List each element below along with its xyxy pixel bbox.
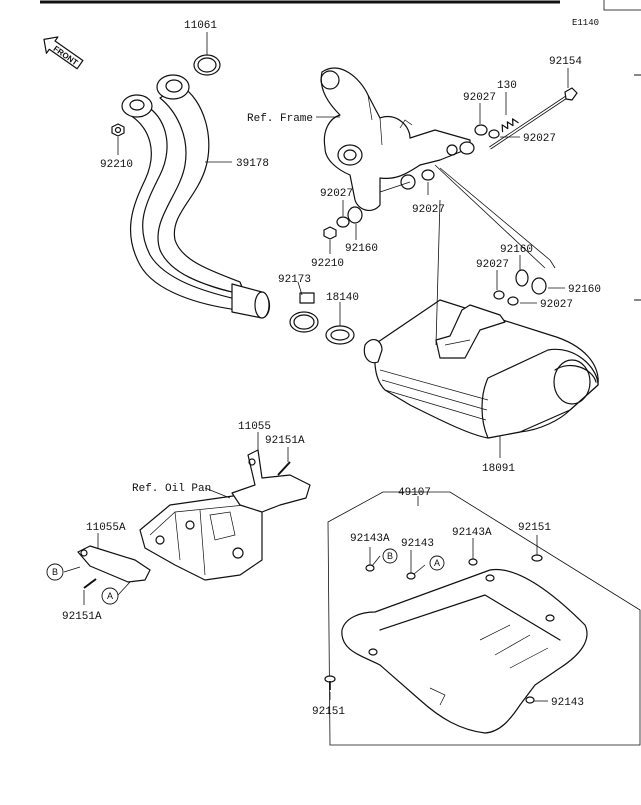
nut-92210-a bbox=[111, 123, 125, 137]
washer-92027-d bbox=[336, 216, 350, 228]
ref-oil-pan-label: Ref. Oil Pan bbox=[132, 483, 211, 495]
callout-a-left: A bbox=[101, 587, 119, 605]
washer-92027-rubber bbox=[459, 141, 475, 155]
ref-frame-label: Ref. Frame bbox=[247, 113, 313, 125]
label-11055: 11055 bbox=[238, 421, 271, 433]
label-11061: 11061 bbox=[184, 20, 217, 32]
bracket-11055 bbox=[231, 449, 311, 513]
clamp-92173 bbox=[289, 292, 319, 333]
label-92143-b: 92143 bbox=[551, 697, 584, 709]
label-92160-b: 92160 bbox=[500, 244, 533, 256]
spring-130 bbox=[501, 118, 519, 133]
label-92027-d: 92027 bbox=[412, 204, 445, 216]
svg-text:B: B bbox=[52, 567, 58, 577]
exhaust-pipe bbox=[121, 74, 271, 319]
label-39178: 39178 bbox=[236, 158, 269, 170]
collar-92143a-b bbox=[468, 558, 478, 566]
gasket-11061-inner bbox=[197, 57, 217, 73]
svg-text:A: A bbox=[434, 558, 440, 568]
front-arrow-icon: FRONT bbox=[43, 36, 84, 70]
label-92027-f: 92027 bbox=[540, 299, 573, 311]
label-92173: 92173 bbox=[278, 274, 311, 286]
collar-92143-a bbox=[406, 572, 416, 580]
callout-b-cover: B bbox=[382, 548, 398, 564]
label-92210-b: 92210 bbox=[311, 258, 344, 270]
bush-92160-a bbox=[347, 206, 363, 224]
label-18091: 18091 bbox=[482, 463, 515, 475]
svg-text:A: A bbox=[107, 591, 113, 601]
label-92027-e: 92027 bbox=[476, 259, 509, 271]
bolt-92151-top bbox=[531, 554, 543, 562]
page-border bbox=[40, 0, 641, 301]
bolt-92151-bottom bbox=[324, 675, 336, 690]
bracket-11055a bbox=[77, 545, 151, 583]
label-92154: 92154 bbox=[549, 56, 582, 68]
label-92027-b: 92027 bbox=[523, 133, 556, 145]
callout-a-cover: A bbox=[429, 555, 445, 571]
leader-lines-exhaust bbox=[434, 164, 556, 346]
bush-92160-c bbox=[531, 277, 547, 295]
label-92151-b: 92151 bbox=[312, 706, 345, 718]
washer-92027-f bbox=[507, 296, 519, 306]
label-130: 130 bbox=[497, 80, 517, 92]
svg-text:B: B bbox=[387, 551, 393, 561]
label-49107: 49107 bbox=[398, 487, 431, 499]
bolt-92151a-top bbox=[277, 461, 291, 476]
label-92151a-a: 92151A bbox=[265, 435, 305, 447]
washer-92027-a bbox=[474, 124, 488, 136]
washer-92027-e bbox=[493, 290, 505, 300]
label-92027-c: 92027 bbox=[320, 188, 353, 200]
label-92143-a: 92143 bbox=[401, 538, 434, 550]
label-11055a: 11055A bbox=[86, 522, 126, 534]
diagram-code: E1140 bbox=[572, 18, 599, 28]
label-92151-a: 92151 bbox=[518, 522, 551, 534]
bolt-92151a-left bbox=[83, 578, 97, 589]
label-92160-a: 92160 bbox=[345, 243, 378, 255]
frame-bracket bbox=[320, 67, 471, 212]
collar-92143-b bbox=[525, 696, 535, 704]
washer-92027-b bbox=[488, 129, 500, 139]
label-92160-c: 92160 bbox=[568, 284, 601, 296]
collar-92143a-a bbox=[365, 564, 375, 572]
leader-lines bbox=[63, 32, 569, 702]
part-labels: 11061 92154 130 92027 92027 92210 39178 … bbox=[62, 20, 601, 718]
washer-92027-c bbox=[421, 169, 435, 181]
label-92027-a: 92027 bbox=[463, 92, 496, 104]
label-18140: 18140 bbox=[326, 292, 359, 304]
bush-92160-b bbox=[515, 269, 529, 287]
gasket-18140 bbox=[325, 325, 355, 345]
nut-92210-b bbox=[323, 226, 337, 240]
label-92210-a: 92210 bbox=[100, 159, 133, 171]
label-92151a-b: 92151A bbox=[62, 611, 102, 623]
label-92143a-a: 92143A bbox=[350, 533, 390, 545]
cover-frame bbox=[327, 491, 641, 746]
muffler-18091 bbox=[363, 299, 599, 439]
bolt-92154 bbox=[489, 87, 578, 150]
label-92143a-b: 92143A bbox=[452, 527, 492, 539]
callout-b-left: B bbox=[46, 563, 64, 581]
oil-pan bbox=[139, 494, 263, 581]
cover-49107 bbox=[341, 568, 588, 734]
